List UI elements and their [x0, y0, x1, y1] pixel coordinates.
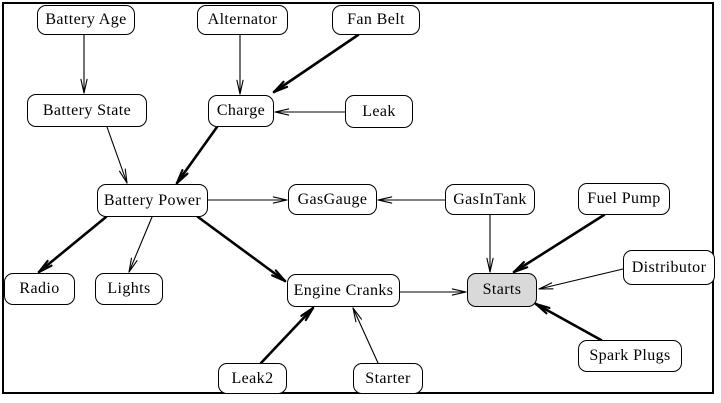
node-leak2: Leak2: [218, 363, 287, 394]
node-label: Alternator: [207, 11, 278, 28]
node-battery-power: Battery Power: [97, 184, 208, 217]
node-distributor: Distributor: [623, 250, 715, 285]
node-leak: Leak: [345, 95, 413, 128]
edge-leak-to-charge-arrowhead: [274, 108, 290, 113]
node-radio: Radio: [4, 273, 75, 305]
edge-battery-power-to-engine-cranks: [196, 215, 287, 283]
edge-battery-power-to-gas-gauge-arrowhead: [272, 199, 288, 204]
node-spark-plugs: Spark Plugs: [578, 340, 682, 372]
node-label: Fan Belt: [347, 11, 405, 28]
node-label: Starts: [482, 281, 522, 298]
node-label: GasGauge: [297, 190, 368, 208]
edge-gas-in-tank-to-gas-gauge-arrowhead: [377, 196, 393, 201]
node-fuel-pump: Fuel Pump: [578, 183, 670, 215]
node-label: Leak: [362, 102, 396, 120]
edge-battery-power-to-engine-cranks-arrowhead: [274, 269, 287, 283]
edge-starter-to-engine-cranks: [352, 307, 379, 364]
node-lights: Lights: [95, 273, 163, 305]
edge-distributor-to-starts: [538, 268, 624, 290]
node-label: Fuel Pump: [587, 190, 661, 207]
edge-battery-age-to-battery-state-arrowhead: [80, 78, 85, 94]
edge-battery-power-to-radio: [37, 215, 108, 274]
edge-starter-to-engine-cranks-arrowhead: [352, 307, 357, 323]
edge-distributor-to-starts-arrowhead: [538, 282, 553, 290]
edge-engine-cranks-to-starts-arrowhead: [451, 291, 467, 296]
edge-fan-belt-to-charge-arrowhead: [272, 85, 289, 94]
edge-battery-power-to-radio-arrowhead: [37, 264, 53, 274]
node-label: Spark Plugs: [589, 347, 671, 364]
node-label: Battery Power: [103, 191, 202, 209]
node-label: Starter: [365, 369, 411, 387]
node-battery-age: Battery Age: [37, 5, 135, 35]
node-starter: Starter: [353, 363, 423, 394]
node-label: Charge: [216, 102, 266, 119]
edge-battery-power-to-gas-gauge-arrowhead: [272, 196, 288, 201]
node-battery-state: Battery State: [27, 94, 147, 127]
node-alternator: Alternator: [197, 5, 288, 35]
edge-spark-plugs-to-starts: [534, 302, 603, 342]
edge-battery-power-to-lights-arrowhead: [128, 257, 133, 273]
edge-gas-in-tank-to-gas-gauge-arrowhead: [377, 199, 393, 204]
node-gas-gauge: GasGauge: [288, 184, 377, 215]
edge-starter-to-engine-cranks-arrowhead: [352, 307, 362, 320]
node-label: GasInTank: [453, 190, 527, 208]
node-gas-in-tank: GasInTank: [445, 184, 535, 215]
node-engine-cranks: Engine Cranks: [287, 274, 400, 307]
edge-engine-cranks-to-starts-arrowhead: [451, 288, 467, 293]
edge-battery-age-to-battery-state-arrowhead: [83, 78, 88, 94]
node-fan-belt: Fan Belt: [332, 5, 420, 35]
edge-battery-state-to-battery-power: [106, 126, 128, 184]
edge-alternator-to-charge-arrowhead: [236, 79, 241, 95]
edge-charge-to-battery-power-arrowhead: [175, 172, 189, 185]
node-label: Engine Cranks: [293, 281, 394, 299]
node-starts: Starts: [467, 273, 537, 307]
edge-gas-in-tank-to-starts-arrowhead: [486, 257, 491, 273]
node-label: Lights: [107, 280, 151, 297]
edge-gas-in-tank-to-starts-arrowhead: [489, 257, 494, 273]
edge-battery-power-to-lights-arrowhead: [128, 260, 138, 273]
node-label: Battery State: [42, 101, 132, 119]
node-charge: Charge: [208, 95, 274, 127]
edge-battery-state-to-battery-power-arrowhead: [118, 170, 128, 184]
edge-battery-state-to-battery-power-arrowhead: [124, 168, 128, 184]
node-label: Battery Age: [45, 11, 127, 28]
node-label: Distributor: [631, 258, 707, 276]
edge-battery-power-to-lights: [128, 216, 153, 273]
edge-leak2-to-engine-cranks: [259, 306, 315, 365]
edge-leak-to-charge-arrowhead: [274, 111, 290, 116]
edge-fuel-pump-to-starts: [512, 213, 606, 274]
edge-fan-belt-to-charge: [272, 33, 360, 94]
edge-charge-to-battery-power: [175, 125, 219, 185]
edge-alternator-to-charge-arrowhead: [239, 79, 244, 95]
node-label: Leak2: [231, 369, 274, 387]
edge-fuel-pump-to-starts-arrowhead: [512, 266, 529, 274]
node-label: Radio: [19, 280, 60, 297]
edge-leak2-to-engine-cranks-arrowhead: [300, 306, 315, 317]
edge-spark-plugs-to-starts-arrowhead: [534, 302, 548, 315]
